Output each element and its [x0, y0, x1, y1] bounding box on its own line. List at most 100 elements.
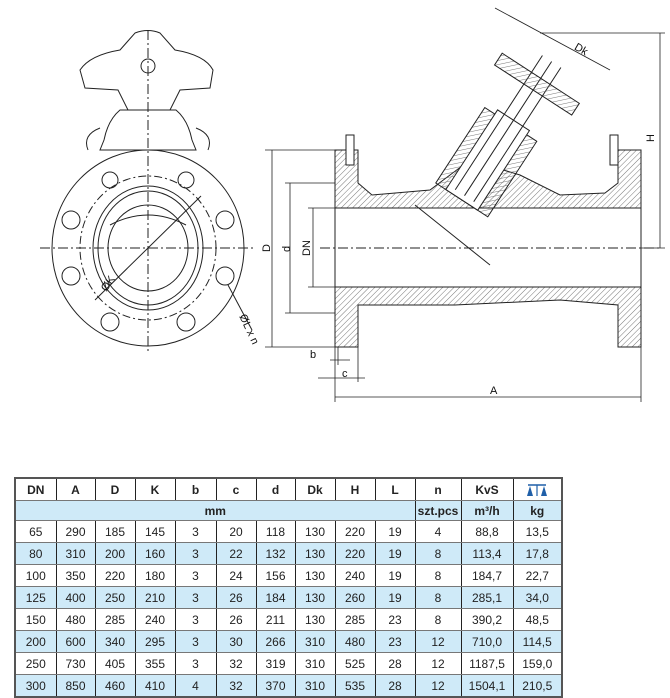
label-Dk: Dk: [572, 41, 590, 58]
table-cell: 266: [255, 630, 296, 653]
table-cell: 12: [414, 674, 462, 698]
table-cell: 8: [414, 608, 462, 631]
table-cell: 19: [374, 586, 416, 609]
table-cell: 211: [255, 608, 296, 631]
table-cell: 12: [414, 630, 462, 653]
table-cell: 3: [174, 630, 217, 653]
table-cell: 1504,1: [460, 674, 514, 698]
table-cell: 80: [14, 542, 57, 565]
table-cell: 17,8: [512, 542, 563, 565]
table-cell: 150: [14, 608, 57, 631]
table-cell: 28: [374, 652, 416, 675]
table-cell: 26: [215, 586, 257, 609]
table-cell: 370: [255, 674, 296, 698]
column-header-k: K: [134, 478, 176, 501]
table-cell: 310: [294, 674, 336, 698]
table-cell: 295: [134, 630, 176, 653]
table-cell: 30: [215, 630, 257, 653]
table-cell: 19: [374, 564, 416, 587]
table-cell: 113,4: [460, 542, 514, 565]
table-cell: 1187,5: [460, 652, 514, 675]
label-D: D: [261, 244, 273, 252]
table-cell: 200: [14, 630, 57, 653]
table-cell: 22,7: [512, 564, 563, 587]
weight-column-header: [512, 478, 563, 501]
table-cell: 600: [55, 630, 96, 653]
front-view: [40, 30, 256, 352]
table-cell: 130: [294, 542, 336, 565]
table-cell: 130: [294, 520, 336, 543]
dimension-lines: [265, 7, 665, 402]
table-cell: 184,7: [460, 564, 514, 587]
table-cell: 4: [174, 674, 217, 698]
table-cell: 355: [134, 652, 176, 675]
table-cell: 130: [294, 586, 336, 609]
table-cell: 32: [215, 674, 257, 698]
table-cell: 710,0: [460, 630, 514, 653]
table-cell: 145: [134, 520, 176, 543]
table-cell: 100: [14, 564, 57, 587]
column-header-d: d: [255, 478, 296, 501]
table-cell: 220: [94, 564, 136, 587]
label-d: d: [281, 246, 293, 252]
table-cell: 185: [94, 520, 136, 543]
table-cell: 8: [414, 542, 462, 565]
table-cell: 285: [94, 608, 136, 631]
label-c: c: [342, 368, 348, 380]
table-cell: 184: [255, 586, 296, 609]
table-cell: 23: [374, 630, 416, 653]
table-cell: 535: [334, 674, 376, 698]
table-cell: 405: [94, 652, 136, 675]
table-cell: 460: [94, 674, 136, 698]
table-cell: 210: [134, 586, 176, 609]
table-cell: 159,0: [512, 652, 563, 675]
bolt-holes: [61, 171, 235, 332]
table-cell: 88,8: [460, 520, 514, 543]
table-cell: 850: [55, 674, 96, 698]
table-cell: 250: [14, 652, 57, 675]
table-cell: 24: [215, 564, 257, 587]
column-header-n: n: [414, 478, 462, 501]
table-cell: 12: [414, 652, 462, 675]
label-L: ØL x n: [236, 312, 260, 346]
units-mm: mm: [14, 500, 416, 521]
table-cell: 410: [134, 674, 176, 698]
table-cell: 525: [334, 652, 376, 675]
table-cell: 260: [334, 586, 376, 609]
column-header-l: L: [374, 478, 416, 501]
table-cell: 23: [374, 608, 416, 631]
label-A: A: [490, 385, 498, 397]
table-cell: 3: [174, 542, 217, 565]
units-row: mm szt.pcs m³/h kg: [14, 500, 563, 521]
table-cell: 19: [374, 542, 416, 565]
table-cell: 730: [55, 652, 96, 675]
table-cell: 240: [134, 608, 176, 631]
table-cell: 20: [215, 520, 257, 543]
column-header-b: b: [174, 478, 217, 501]
table-cell: 350: [55, 564, 96, 587]
table-cell: 400: [55, 586, 96, 609]
units-n: szt.pcs: [414, 500, 462, 521]
side-view: [320, 52, 660, 348]
table-cell: 250: [94, 586, 136, 609]
table-cell: 480: [334, 630, 376, 653]
table-cell: 240: [334, 564, 376, 587]
table-cell: 26: [215, 608, 257, 631]
column-header-c: c: [215, 478, 257, 501]
table-cell: 34,0: [512, 586, 563, 609]
column-header-h: H: [334, 478, 376, 501]
table-cell: 28: [374, 674, 416, 698]
column-header-dk: Dk: [294, 478, 336, 501]
table-cell: 180: [134, 564, 176, 587]
table-cell: 8: [414, 586, 462, 609]
units-kvs: m³/h: [460, 500, 514, 521]
table-cell: 114,5: [512, 630, 563, 653]
table-cell: 8: [414, 564, 462, 587]
column-header-dn: DN: [14, 478, 57, 501]
table-cell: 132: [255, 542, 296, 565]
